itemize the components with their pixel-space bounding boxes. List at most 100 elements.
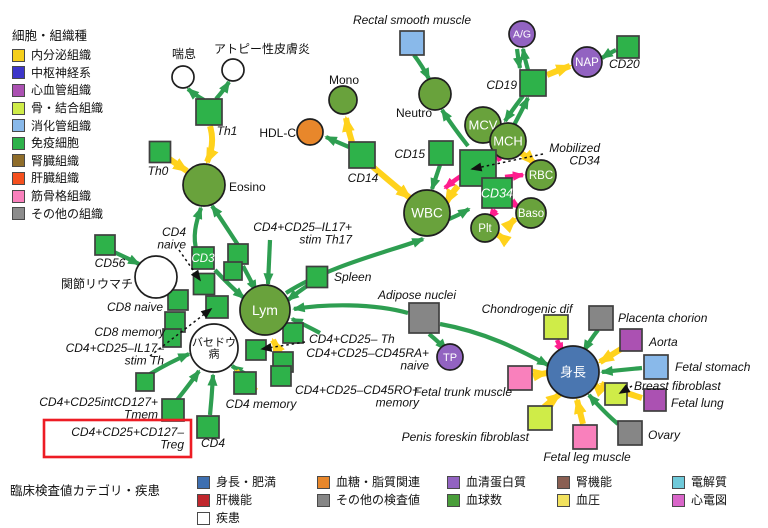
aorta-label: Aorta: [648, 335, 678, 349]
cell-legend-item-5: 免疫細胞: [12, 134, 103, 152]
node-lym: [239, 284, 291, 336]
edge-green-10: [600, 47, 617, 60]
penis-foreskin-fibroblast-label: Penis foreskin fibroblast: [402, 430, 530, 444]
cd8-naive-label: CD8 naive: [107, 300, 163, 314]
edge-yellow-34: [371, 164, 412, 201]
rheumatoid-arthritis-label: 関節リウマチ: [61, 276, 133, 291]
cell-legend-item-8: 筋骨格組織: [12, 187, 103, 205]
legend-label: 心電図: [691, 493, 728, 507]
node-cd20: [616, 35, 640, 59]
clinical-legend-col-4: 電解質心電図: [672, 473, 727, 509]
dotted-breast-fibroblast: [618, 384, 633, 394]
node-sq-stimth: [205, 295, 229, 319]
legend-swatch: [12, 189, 25, 203]
legend-swatch: [197, 511, 210, 525]
legend-label: その他の組織: [31, 206, 104, 221]
legend-label: 身長・肥満: [216, 475, 277, 489]
cd15-label: CD15: [394, 147, 425, 161]
node-height: [546, 345, 600, 399]
node-neutro: [418, 77, 452, 111]
clinical-legend-item: 血圧: [557, 491, 612, 509]
edge-yellow-38: [500, 216, 518, 234]
legend-swatch: [12, 66, 25, 80]
edge-green-25: [207, 373, 218, 416]
cell-legend-item-6: 腎臓組織: [12, 152, 103, 170]
legend-label: 内分泌組織: [31, 48, 92, 63]
edge-yellow-44: [542, 391, 562, 410]
node-fetal-leg-muscle: [572, 424, 598, 450]
mono-label: Mono: [329, 73, 359, 87]
fetal-stomach-label: Fetal stomach: [675, 360, 751, 374]
cell-tissue-legend-title: 細胞・組織種: [12, 29, 88, 43]
node-text-mcv: MCV: [469, 118, 498, 133]
edge-green-13: [448, 207, 471, 221]
node-text-tp: TP: [443, 352, 457, 364]
legend-swatch: [317, 475, 330, 489]
edge-pink-48: [504, 171, 525, 181]
legend-swatch: [557, 493, 570, 507]
clinical-legend-col-2: 血清蛋白質血球数: [447, 473, 526, 509]
node-sq-c: [162, 328, 182, 348]
edge-green-23: [148, 352, 191, 376]
node-cd34: [481, 177, 513, 209]
node-asthma: [171, 65, 195, 89]
legend-swatch: [197, 493, 210, 507]
edge-green-8: [519, 47, 531, 71]
edge-green-6: [412, 53, 431, 81]
legend-label: 免疫細胞: [31, 136, 80, 151]
clinical-legend-title: 臨床検査値カテゴリ・疾患: [10, 484, 161, 498]
edge-green-28: [213, 268, 246, 300]
legend-swatch: [12, 171, 25, 185]
neutro-label: Neutro: [396, 106, 432, 120]
edge-green-21: [587, 393, 620, 426]
node-text-lym: Lym: [252, 302, 278, 318]
chondrogenic-dif-label: Chondrogenic dif: [482, 302, 574, 316]
th1-label: Th1: [217, 124, 238, 138]
edge-green-9: [513, 48, 523, 70]
node-cd15: [428, 140, 454, 166]
node-sq-cd4mem: [233, 371, 257, 395]
cell-legend-item-2: 心血管組織: [12, 82, 103, 100]
legend-swatch: [12, 83, 25, 97]
spleen-label: Spleen: [334, 270, 372, 284]
node-fetal-lung: [643, 388, 667, 412]
cd14-label: CD14: [348, 171, 379, 185]
node-baso: [515, 197, 547, 229]
edge-green-20: [600, 365, 643, 376]
edge-green-30: [263, 239, 274, 286]
node-text-basedow: バセドウ病: [192, 336, 236, 361]
node-fetal-trunk-muscle: [507, 365, 533, 391]
cd19-label: CD19: [486, 78, 517, 92]
edge-yellow-43: [574, 397, 587, 425]
clinical-legend-item: 電解質: [672, 473, 727, 491]
clinical-legend-item: 身長・肥満: [197, 473, 276, 491]
legend-label: 腎臓組織: [31, 153, 80, 168]
clinical-legend-col-0: 身長・肥満肝機能疾患: [197, 473, 276, 527]
cd4-cd25-th-label: CD4+CD25– Th: [309, 332, 395, 346]
cd4-label: CD4: [201, 436, 225, 450]
legend-swatch: [197, 475, 210, 489]
clinical-legend-item: 疾患: [197, 509, 276, 527]
legend-swatch: [12, 101, 25, 115]
edge-yellow-40: [597, 346, 623, 365]
edge-green-4: [324, 135, 350, 149]
cd4-cd25-cd45ra-naive-label: CD4+CD25–CD45RA+naive: [306, 346, 429, 373]
cell-tissue-legend: 細胞・組織種 内分泌組織中枢神経系心血管組織骨・結合組織消化管組織免疫細胞腎臓組…: [12, 30, 103, 222]
legend-label: 血球数: [466, 493, 503, 507]
node-hdl-c: [296, 118, 324, 146]
node-sq-cd4naive: [192, 272, 216, 296]
node-text-cd34: CD34: [481, 186, 513, 200]
eosino-label: Eosino: [229, 180, 266, 194]
clinical-legend-col-3: 腎機能血圧: [557, 473, 612, 509]
node-sq-g: [135, 372, 155, 392]
edge-green-24: [175, 369, 201, 402]
cell-legend-item-9: その他の組織: [12, 205, 103, 223]
treg-highlight-box: [42, 418, 193, 459]
edge-pink-52: [443, 174, 463, 190]
node-wbc: [403, 189, 451, 237]
node-eosino: [182, 163, 226, 207]
node-placenta-chorion: [588, 305, 614, 331]
clinical-legend-item: 血糖・脂質関連: [317, 473, 420, 491]
clinical-legend-item: 心電図: [672, 491, 727, 509]
